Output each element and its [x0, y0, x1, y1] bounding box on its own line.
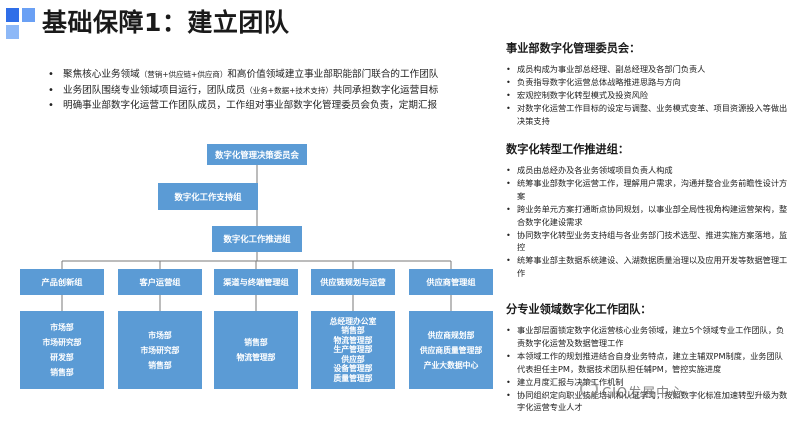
org-group-customer: 客户运营组 [118, 269, 202, 295]
workgroup-item: 统筹事业部数字化运营工作，理解用户需求，沟通并整合业务前瞻性设计方案 [506, 177, 790, 203]
watermark-text: CIO发展中心 [602, 386, 685, 401]
committee-item: 对数字化运营工作目标的设定与调整、业务模式变革、项目资源投入等做出决策支持 [506, 102, 790, 128]
intro-item: 明确事业部数字化运营工作团队成员，工作组对事业部数字化管理委员会负责，定期汇报 [48, 98, 488, 114]
org-subunits-customer: 市场部市场研究部销售部 [118, 311, 202, 389]
org-group-supplychain: 供应链规划与运营 [311, 269, 395, 295]
workgroup-item: 统筹事业部主数据系统建设、入湖数据质量治理以及应用开发等数据管理工作 [506, 254, 790, 280]
teams-item: 协同组织定向职业技能培训和认证学习，按照数字化标准加速转型升级为数字化运营专业人… [506, 389, 790, 415]
teams-heading: 分专业领域数字化工作团队： [506, 303, 652, 316]
org-group-channel: 渠道与终端管理组 [214, 269, 298, 295]
org-subunits-channel: 销售部物流管理部 [214, 311, 298, 389]
org-push-group: 数字化工作推进组 [212, 226, 302, 252]
org-group-supplier: 供应商管理组 [409, 269, 493, 295]
intro-item: 聚焦核心业务领域（营销+供应链+供应商）和高价值领域建立事业部职能部门联合的工作… [48, 67, 488, 83]
org-subunits-supplychain: 总经理办公室销售部物流管理部生产管理部供应部设备管理部质量管理部 [311, 311, 395, 389]
org-support-group: 数字化工作支持组 [158, 183, 258, 210]
workgroup-item: 协同数字化转型业务支持组与各业务部门技术选型、推进实施方案落地，监控 [506, 229, 790, 255]
page-title: 基础保障1：建立团队 [42, 8, 290, 37]
teams-list: 事业部层面锁定数字化运营核心业务领域，建立5个领域专业工作团队，负责数字化运营及… [506, 324, 790, 414]
committee-item: 成员构成为事业部总经理、副总经理及各部门负责人 [506, 63, 790, 76]
org-subunits-product: 市场部市场研究部研发部销售部 [20, 311, 104, 389]
org-decision-committee: 数字化管理决策委员会 [207, 144, 307, 165]
committee-item: 宏观控制数字化转型模式及投资风险 [506, 89, 790, 102]
intro-item: 业务团队围绕专业领域项目运行，团队成员（业务+数据+技术支持）共同承担数字化运营… [48, 83, 488, 99]
workgroup-item: 跨业务单元方案打通断点协同规划，以事业部全局性视角构建运营架构，整合数字化建设需… [506, 203, 790, 229]
workgroup-list: 成员由总经办及各业务领域项目负责人构成 统筹事业部数字化运营工作，理解用户需求，… [506, 164, 790, 280]
watermark-icon [580, 380, 598, 398]
org-subunits-supplier: 供应商规划部供应商质量管理部产业大数据中心 [409, 311, 493, 389]
committee-heading: 事业部数字化管理委员会： [506, 42, 641, 55]
teams-item: 本领域工作的规划推进结合自身业务特点，建立主辅双PM制度，业务团队代表担任主PM… [506, 350, 790, 376]
brand-logo [6, 8, 36, 44]
workgroup-heading: 数字化转型工作推进组： [506, 143, 630, 156]
teams-item: 建立月度汇报与决策工作机制 [506, 376, 790, 389]
workgroup-item: 成员由总经办及各业务领域项目负责人构成 [506, 164, 790, 177]
teams-item: 事业部层面锁定数字化运营核心业务领域，建立5个领域专业工作团队，负责数字化运营及… [506, 324, 790, 350]
org-group-product: 产品创新组 [20, 269, 104, 295]
intro-list: 聚焦核心业务领域（营销+供应链+供应商）和高价值领域建立事业部职能部门联合的工作… [48, 67, 488, 114]
committee-item: 负责指导数字化运营总体战略推进思路与方向 [506, 76, 790, 89]
committee-list: 成员构成为事业部总经理、副总经理及各部门负责人 负责指导数字化运营总体战略推进思… [506, 63, 790, 128]
